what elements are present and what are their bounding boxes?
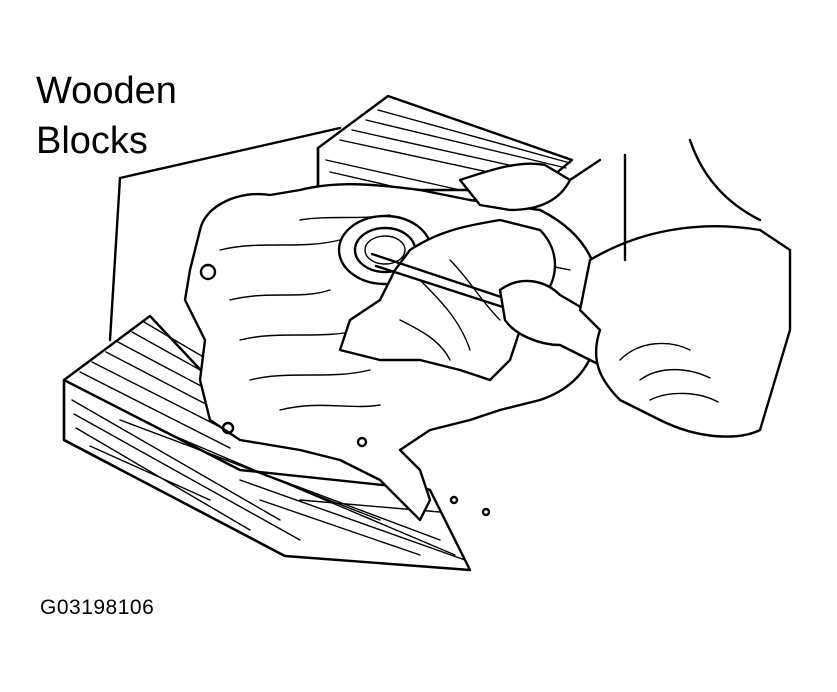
figure-id: G03198106 <box>40 596 155 619</box>
bolt-hole <box>449 495 459 505</box>
wooden-blocks-label: Wooden Blocks <box>36 66 177 166</box>
bolt-hole <box>221 421 235 435</box>
callout-line-1: Wooden <box>36 70 177 112</box>
hand-left <box>458 158 602 212</box>
bolt-hole <box>356 436 368 448</box>
hand-right <box>578 138 792 438</box>
bolt-hole <box>199 263 217 281</box>
shop-rag <box>338 218 557 382</box>
callout-leaders <box>108 126 342 342</box>
callout-line-2: Blocks <box>36 120 148 162</box>
bolt-hole <box>481 507 491 517</box>
